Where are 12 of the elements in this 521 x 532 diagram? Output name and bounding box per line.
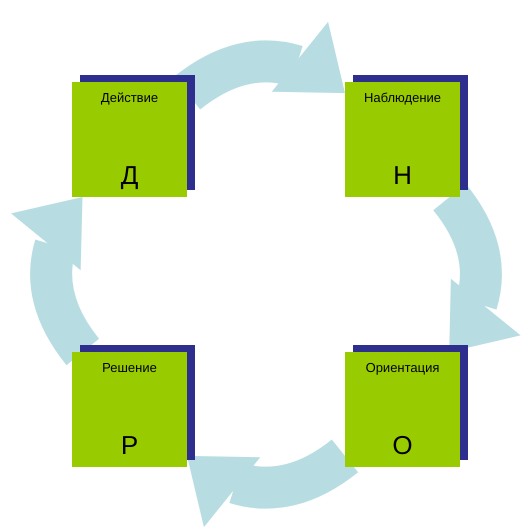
step-letter: О (391, 430, 414, 461)
step-label: Действие (100, 90, 160, 105)
step-letter: Д (120, 160, 140, 191)
process-box (345, 352, 460, 467)
process-box (72, 82, 187, 197)
step-label: Наблюдение (362, 90, 442, 105)
process-box (345, 82, 460, 197)
step-letter: Н (392, 160, 413, 191)
step-label: Ориентация (364, 360, 440, 375)
process-box (72, 352, 187, 467)
step-label: Решение (101, 360, 158, 375)
step-letter: Р (120, 430, 140, 461)
